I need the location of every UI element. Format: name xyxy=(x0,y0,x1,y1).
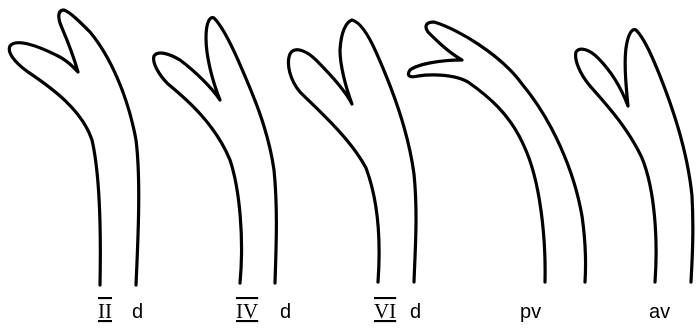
outer-edge-1 xyxy=(7,8,141,287)
specimen-label-suffix-2: d xyxy=(280,301,291,323)
specimen-label-suffix-1: d xyxy=(132,301,143,323)
outer-edge-5 xyxy=(574,28,695,284)
specimen-label-numeral-1: II xyxy=(98,299,112,323)
specimen-label-suffix-4: pv xyxy=(520,301,541,323)
specimen-label-suffix-5: av xyxy=(649,301,670,323)
specimen-label-suffix-3: d xyxy=(410,301,421,323)
specimen-outline-2 xyxy=(152,16,278,285)
outer-edge-4 xyxy=(406,20,588,284)
specimen-outline-5 xyxy=(574,28,695,284)
specimen-outline-3 xyxy=(286,18,418,284)
specimen-label-numeral-3: VI xyxy=(374,299,396,323)
specimen-outline-4 xyxy=(406,20,588,284)
specimen-outline-1 xyxy=(7,8,141,287)
outer-edge-3 xyxy=(286,18,418,284)
outer-edge-2 xyxy=(152,16,278,285)
specimen-label-numeral-2: IV xyxy=(236,299,258,323)
